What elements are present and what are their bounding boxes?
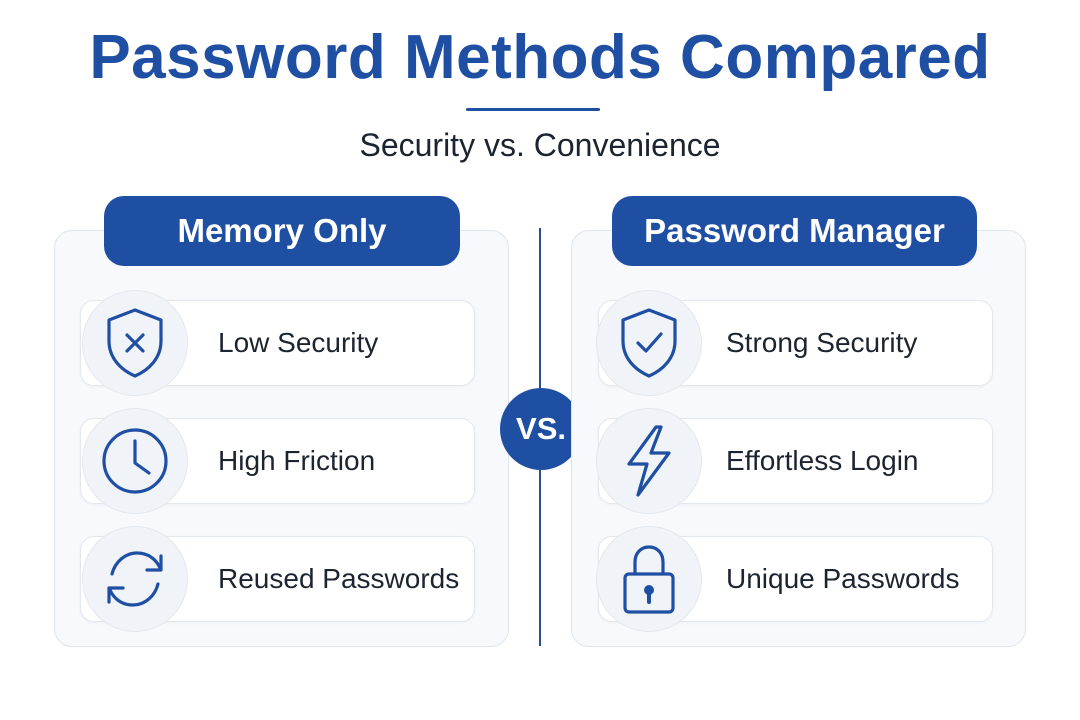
divider-line-top [539,228,541,388]
list-item-label: High Friction [218,445,376,476]
shield-x-icon [107,308,163,378]
lightning-icon [627,425,671,497]
icon-badge [596,408,702,514]
clock-icon [102,428,168,494]
list-item-label: Strong Security [726,327,918,358]
list-item-label: Reused Passwords [218,563,460,594]
padlock-icon [623,545,675,614]
password-manager-heading: Password Manager [612,196,977,266]
icon-badge [82,290,188,396]
icon-badge [596,290,702,396]
page-subtitle: Security vs. Convenience [359,127,721,163]
list-item-label: Low Security [218,327,379,358]
page-title: Password Methods Compared [89,23,991,92]
list-item-label: Unique Passwords [726,563,960,594]
shield-check-icon [621,308,677,378]
refresh-icon [107,551,163,607]
list-item-label: Effortless Login [726,445,919,476]
icon-badge [82,526,188,632]
vs-badge: VS. [500,388,582,470]
icon-badge [596,526,702,632]
title-underline [466,108,600,111]
icon-badge [82,408,188,514]
divider-line-bottom [539,470,541,646]
memory-only-heading: Memory Only [104,196,460,266]
